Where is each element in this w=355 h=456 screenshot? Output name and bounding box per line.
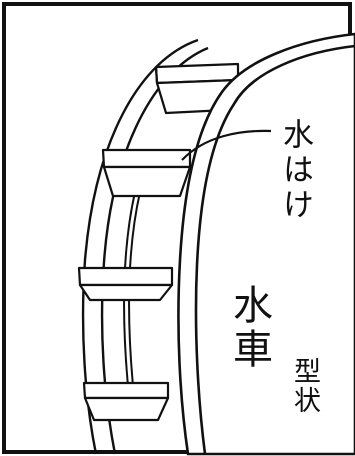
diagram-title-main: 水車 — [226, 284, 272, 372]
blade-4 — [82, 381, 170, 422]
diagram-title-sub: 型状 — [289, 357, 320, 415]
leader-line — [181, 129, 272, 161]
blade-label: 水はけ — [277, 118, 313, 223]
front-rim — [177, 32, 355, 456]
blade-3 — [77, 266, 174, 302]
blade-2 — [101, 148, 192, 198]
